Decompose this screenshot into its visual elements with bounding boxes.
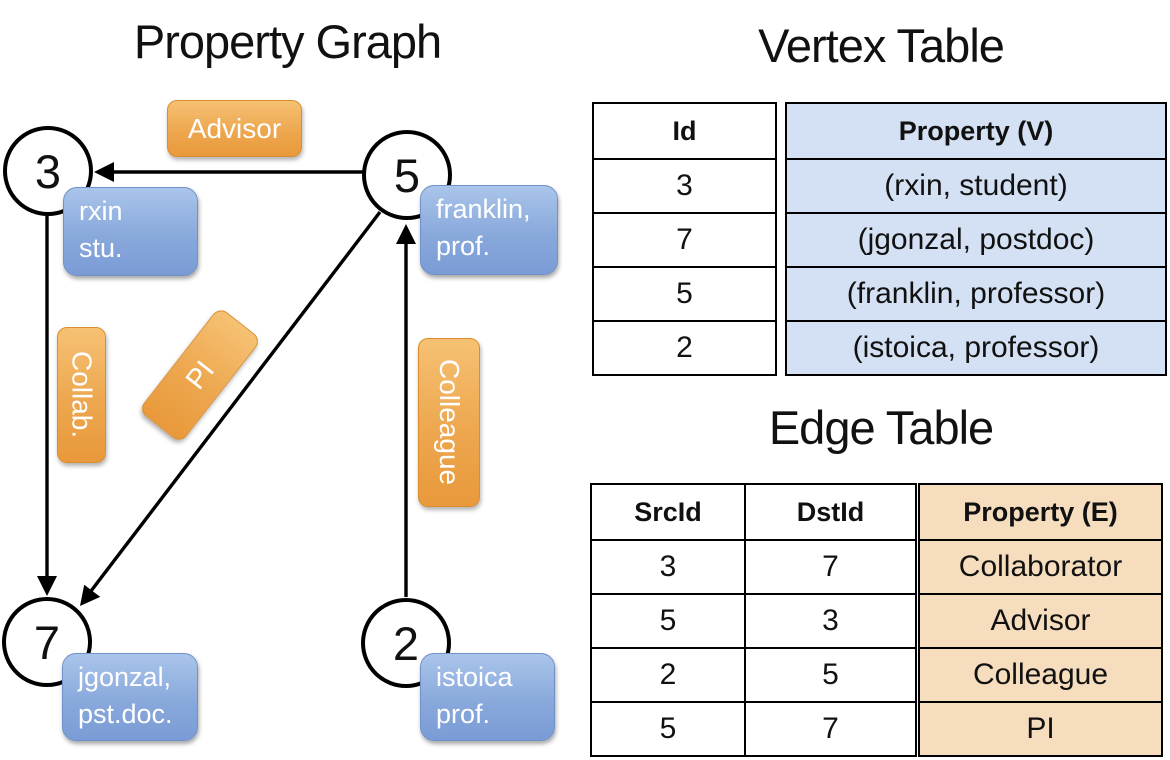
edge-pi-line: [89, 210, 382, 593]
table-row: 2 5: [590, 647, 917, 703]
vertex-table-header-id: Id: [592, 102, 777, 160]
table-row: (franklin, professor): [785, 266, 1167, 322]
vertex-node-3-id: 3: [34, 144, 62, 198]
edge-label-advisor: Advisor: [167, 100, 302, 157]
table-row: PI: [918, 701, 1163, 757]
vertex-table-property-column: Property (V) (rxin, student) (jgonzal, p…: [785, 102, 1167, 376]
vertex-table-title: Vertex Table: [758, 19, 1005, 72]
vertex-property-5-line2: prof.: [436, 231, 491, 261]
vertex-node-2: 2: [361, 598, 451, 688]
vertex-table-header-property: Property (V): [785, 102, 1167, 160]
table-row: 2: [592, 320, 777, 376]
table-row: 5 7: [590, 701, 917, 757]
vertex-node-5-id: 5: [393, 148, 421, 202]
table-row: 7: [592, 212, 777, 268]
vertex-property-5-line1: franklin,: [436, 194, 531, 224]
vertex-property-2-line2: prof.: [436, 699, 491, 729]
table-row: (rxin, student): [785, 158, 1167, 214]
table-row: (istoica, professor): [785, 320, 1167, 376]
vertex-property-box-5: franklin, prof.: [420, 185, 558, 275]
edge-colleague-arrowhead: [396, 224, 416, 244]
graph-edges: [37, 162, 416, 606]
edge-table-header-srcid: SrcId: [590, 483, 746, 541]
table-row: 3 7: [590, 539, 917, 595]
edge-advisor-arrowhead: [94, 162, 114, 182]
vertex-property-box-3: rxin stu.: [63, 187, 198, 276]
vertex-property-7-line2: pst.doc.: [78, 699, 173, 729]
table-row: (jgonzal, postdoc): [785, 212, 1167, 268]
edge-label-colleague: Colleague: [418, 338, 480, 507]
table-row: 5: [592, 266, 777, 322]
edge-table-property-column: Property (E) Collaborator Advisor Collea…: [918, 483, 1163, 757]
edge-table-header-property: Property (E): [918, 483, 1163, 541]
table-row: 5 3: [590, 593, 917, 649]
table-row: Colleague: [918, 647, 1163, 703]
vertex-property-7-line1: jgonzal,: [78, 662, 172, 692]
vertex-property-3-line1: rxin: [79, 196, 123, 226]
edge-table-header-dstid: DstId: [744, 483, 917, 541]
edge-collab-arrowhead: [37, 576, 57, 596]
vertex-property-2-line1: istoica: [436, 662, 513, 692]
edge-table-id-columns: SrcId DstId 3 7 5 3 2 5 5 7: [590, 483, 917, 757]
edge-pi-arrowhead: [80, 584, 101, 606]
vertex-property-3-line2: stu.: [79, 233, 123, 263]
edge-table-title: Edge Table: [768, 401, 994, 454]
vertex-node-7-id: 7: [33, 615, 61, 669]
property-graph-title: Property Graph: [133, 15, 442, 68]
table-row: Advisor: [918, 593, 1163, 649]
vertex-property-box-7: jgonzal, pst.doc.: [62, 653, 198, 741]
vertex-table-id-column: Id 3 7 5 2: [592, 102, 777, 376]
vertex-property-box-2: istoica prof.: [420, 653, 555, 741]
table-row: Collaborator: [918, 539, 1163, 595]
table-row: 3: [592, 158, 777, 214]
vertex-node-2-id: 2: [392, 616, 420, 670]
edge-label-collab: Collab.: [57, 327, 106, 463]
